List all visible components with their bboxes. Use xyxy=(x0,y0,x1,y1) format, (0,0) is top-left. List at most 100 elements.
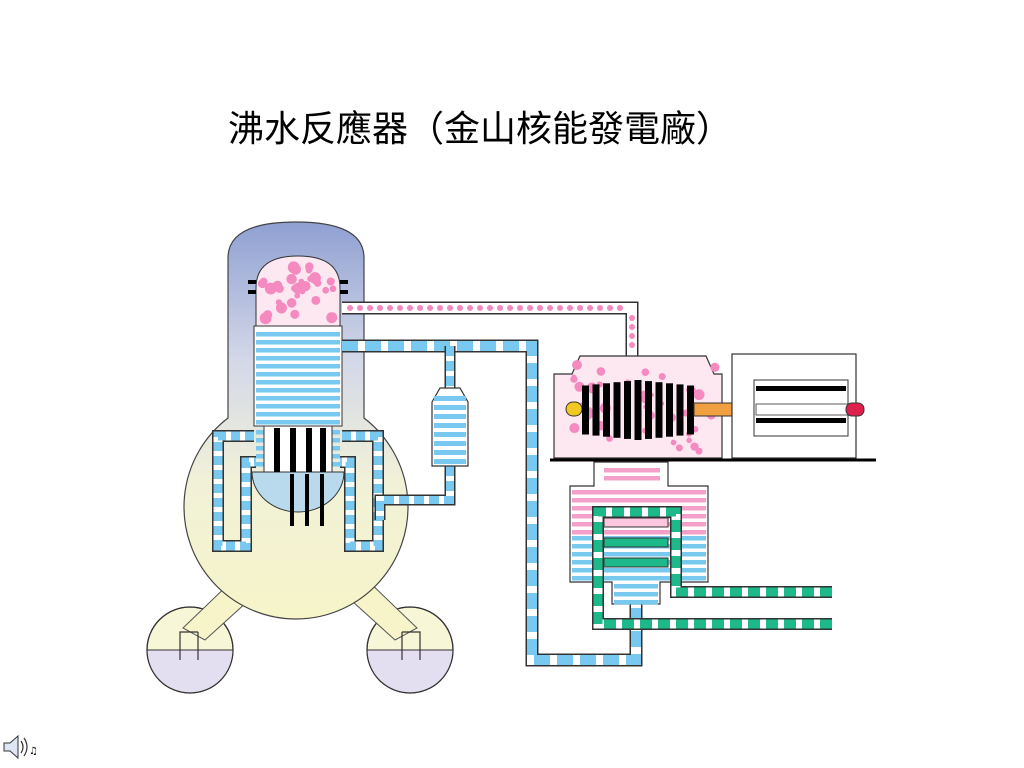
steam-bubble xyxy=(629,342,635,348)
water-stripe xyxy=(256,356,340,361)
steam-bubble xyxy=(326,277,335,286)
generator xyxy=(731,353,865,459)
steam-bubble xyxy=(587,305,593,311)
steam-bubble xyxy=(467,305,473,311)
steam-bubble xyxy=(387,305,393,311)
steam-bubble xyxy=(347,305,353,311)
water-stripe xyxy=(614,600,658,605)
water-stripe xyxy=(434,459,466,464)
turbine-blade xyxy=(676,384,684,436)
turbine-blade xyxy=(592,384,600,436)
steam-bubble xyxy=(290,309,300,319)
water-stripe xyxy=(256,420,340,425)
steam-dryer-bars xyxy=(248,280,348,294)
steam-bubble xyxy=(367,305,373,311)
steam-bubble xyxy=(517,305,523,311)
steam-bubble xyxy=(596,367,606,376)
steam-bubble xyxy=(322,286,329,294)
steam-bubble xyxy=(675,444,683,452)
steam-bubble xyxy=(291,284,298,292)
turbine-blade xyxy=(687,385,694,435)
rpv-water-stripes xyxy=(256,332,340,467)
steam-bubble xyxy=(629,333,635,339)
water-stripe xyxy=(434,414,466,419)
rpv-steam-bubbles xyxy=(257,261,338,325)
water-stripe xyxy=(572,552,706,557)
turbine-blade xyxy=(624,381,631,439)
condensate-stripe xyxy=(572,490,706,495)
speaker-icon[interactable]: ♫ xyxy=(2,732,38,762)
steam-bubble xyxy=(574,381,585,392)
water-stripe xyxy=(332,462,340,467)
steam-bubble xyxy=(569,423,580,434)
steam-bubble xyxy=(547,305,553,311)
main-steam-line xyxy=(342,301,639,356)
water-stripe xyxy=(434,441,466,446)
water-stripe xyxy=(434,396,466,401)
turbine-blade xyxy=(603,383,610,437)
feedwater-line xyxy=(342,339,643,667)
fuel-rods xyxy=(274,428,326,472)
turbine-blade xyxy=(655,382,663,438)
steam-bubble xyxy=(597,305,603,311)
steam-bubble xyxy=(311,295,321,305)
steam-bubble xyxy=(557,305,563,311)
water-stripe xyxy=(434,405,466,410)
steam-bubble xyxy=(286,298,297,308)
steam-bubble xyxy=(507,305,513,311)
water-stripe xyxy=(434,432,466,437)
steam-bubble xyxy=(357,305,363,311)
water-stripe xyxy=(332,454,340,459)
control-rods xyxy=(290,474,324,526)
steam-bubble xyxy=(606,435,613,442)
water-stripe xyxy=(332,430,340,435)
water-stripe xyxy=(256,340,340,345)
steam-bubble xyxy=(377,305,383,311)
steam-bubble xyxy=(257,279,268,289)
water-stripe xyxy=(434,423,466,428)
steam-bubble xyxy=(326,312,338,324)
turbine-blade xyxy=(582,385,589,435)
water-stripe xyxy=(256,438,264,443)
slide-title: 沸水反應器（金山核能發電廠） xyxy=(227,109,732,150)
steam-bubble xyxy=(309,272,321,284)
steam-bubble xyxy=(567,305,573,311)
steam-bubble xyxy=(447,305,453,311)
svg-text:♫: ♫ xyxy=(29,746,38,757)
reactor-pressure-vessel xyxy=(248,255,348,526)
steam-bubble xyxy=(617,305,623,311)
steam-bubble xyxy=(693,389,705,401)
steam-bubble xyxy=(607,305,613,311)
water-stripe xyxy=(256,388,340,393)
steam-bubble xyxy=(427,305,433,311)
steam-bubble xyxy=(417,305,423,311)
condenser xyxy=(569,461,709,605)
recirculation-loop-left xyxy=(212,430,256,552)
water-stripe xyxy=(332,446,340,451)
steam-bubble xyxy=(686,437,693,444)
water-stripe xyxy=(434,450,466,455)
steam-bubble xyxy=(570,375,578,383)
steam-bubble xyxy=(305,266,313,274)
water-stripe xyxy=(332,438,340,443)
steam-bubble xyxy=(497,305,503,311)
steam-bubble xyxy=(641,390,646,396)
steam-bubble xyxy=(457,305,463,311)
steam-bubble xyxy=(641,368,650,376)
cooling-water-loop xyxy=(592,506,832,630)
water-stripe xyxy=(256,364,340,369)
turbine-blade xyxy=(666,383,673,437)
steam-bubble xyxy=(572,360,582,370)
water-stripe xyxy=(572,576,706,581)
steam-bubble xyxy=(487,305,493,311)
steam-bubble xyxy=(527,305,533,311)
water-stripe xyxy=(572,568,706,573)
steam-bubble xyxy=(294,292,301,299)
water-stripe xyxy=(614,584,658,589)
condensate-stripe xyxy=(572,498,706,503)
steam-bubble xyxy=(537,305,543,311)
recirculation-loop-right xyxy=(340,430,384,552)
steam-bubble xyxy=(329,285,337,293)
steam-bubble xyxy=(397,305,403,311)
steam-bubble xyxy=(710,362,720,372)
